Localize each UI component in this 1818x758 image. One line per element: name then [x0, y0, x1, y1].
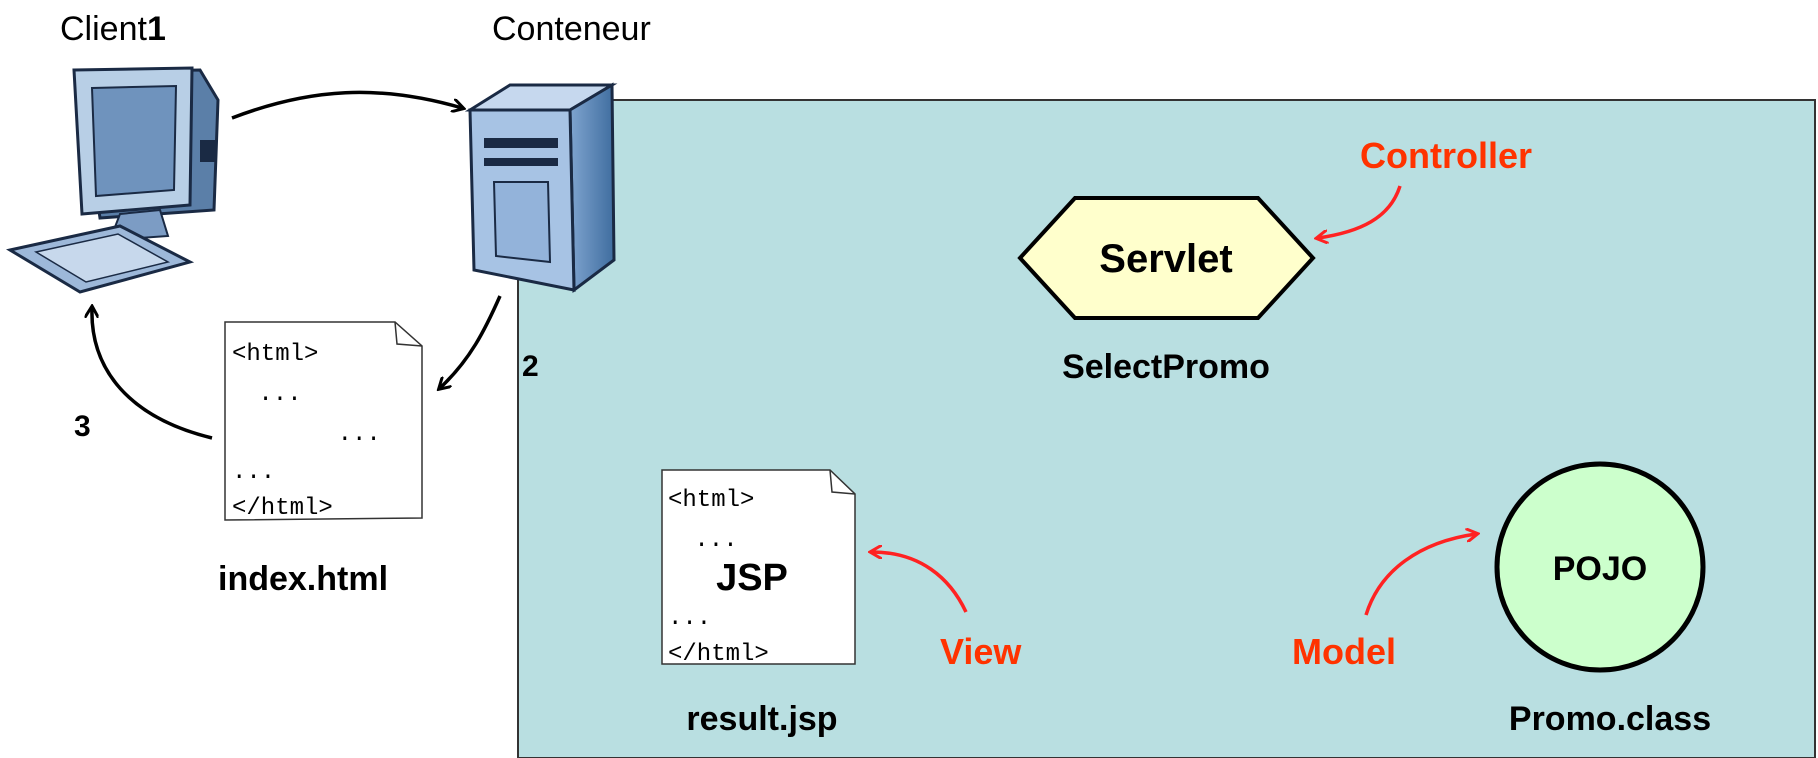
view-arrow: [872, 552, 968, 613]
jsp-line-1: <html>: [668, 487, 754, 514]
servlet-text: Servlet: [1099, 237, 1232, 281]
pojo-name: Promo.class: [1509, 700, 1711, 738]
return-to-client-arrow: [92, 308, 213, 440]
pojo-shape: [1494, 461, 1706, 673]
response-arrow: [440, 295, 502, 388]
jsp-center-text: JSP: [716, 557, 788, 599]
index-line-3: ...: [280, 421, 381, 448]
servlet-shape: [1017, 196, 1316, 320]
index-line-1: <html>: [232, 341, 318, 368]
computer-icon: [5, 66, 220, 294]
client-label: Client1: [60, 10, 166, 48]
jsp-line-4: </html>: [668, 641, 769, 668]
index-html-document: <html> ... ... ... </html>: [224, 321, 423, 522]
view-label: View: [940, 631, 1022, 672]
model-arrow: [1364, 534, 1476, 616]
servlet-name: SelectPromo: [1062, 348, 1270, 386]
jsp-filename: result.jsp: [686, 700, 837, 738]
pojo-text: POJO: [1553, 550, 1647, 588]
step-3-label: 3: [74, 410, 91, 443]
jsp-line-3: ...: [668, 605, 711, 632]
result-jsp-document: <html> ... ... </html>: [661, 469, 856, 668]
container-label: Conteneur: [492, 10, 651, 48]
controller-arrow: [1318, 185, 1402, 238]
step-2-label: 2: [522, 350, 539, 383]
index-line-2: ...: [244, 381, 302, 408]
controller-label: Controller: [1360, 135, 1532, 176]
index-filename: index.html: [218, 560, 388, 598]
jsp-line-2: ...: [680, 527, 738, 554]
request-arrow: [231, 90, 462, 120]
model-label: Model: [1292, 631, 1396, 672]
server-icon: [464, 82, 618, 293]
index-line-4: ...: [232, 459, 275, 486]
index-line-5: </html>: [232, 495, 333, 522]
